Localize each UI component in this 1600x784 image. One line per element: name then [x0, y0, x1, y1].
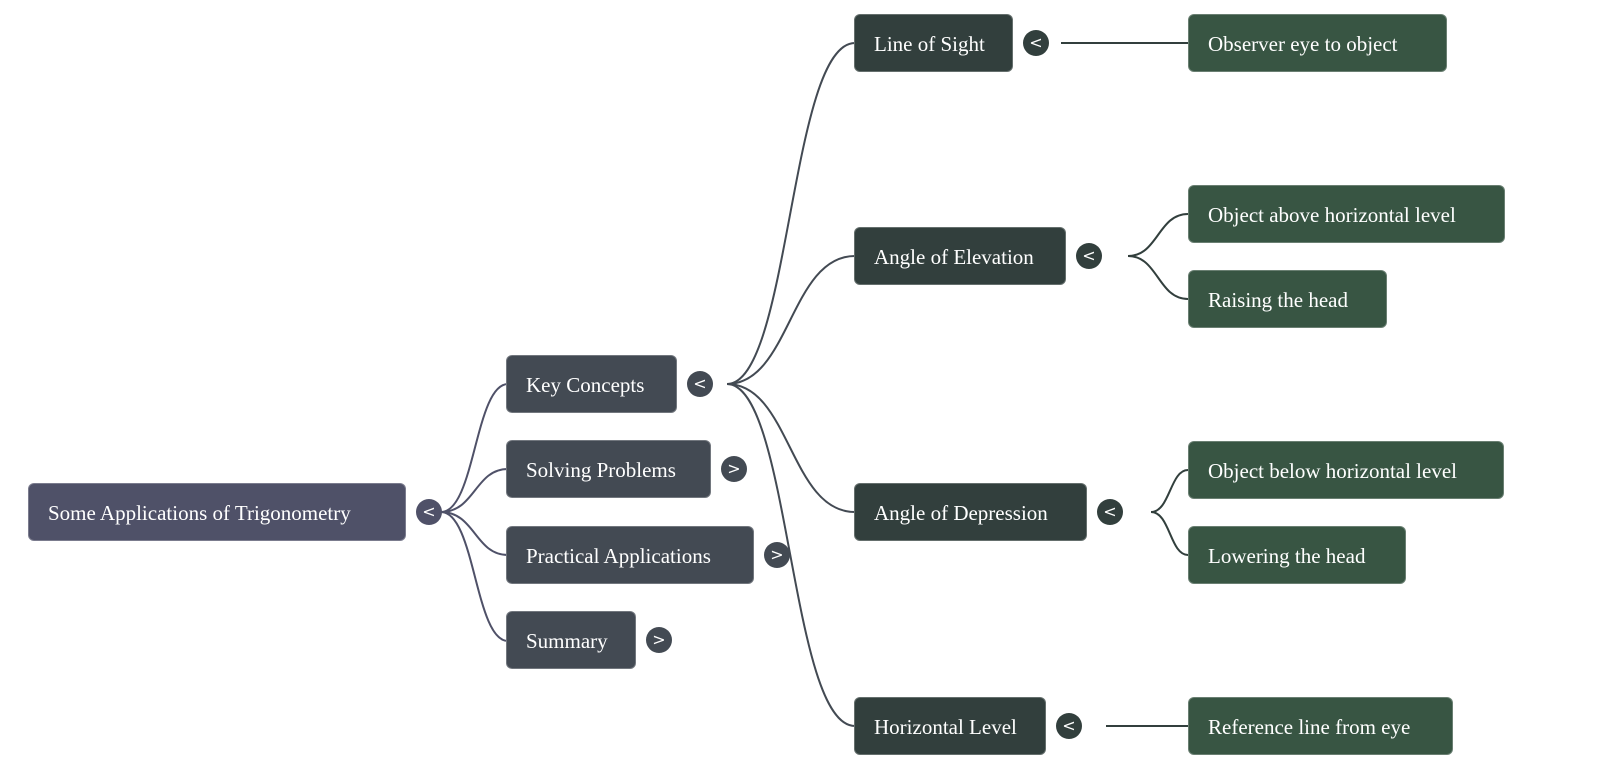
node-reference-line-from-eye[interactable]: Reference line from eye: [1188, 697, 1453, 755]
collapse-toggle-horizontal-level[interactable]: <: [1056, 713, 1082, 739]
node-angle-of-elevation[interactable]: Angle of Elevation: [854, 227, 1066, 285]
link-elevation-child-2: [1127, 255, 1189, 300]
collapse-toggle-root[interactable]: <: [416, 499, 442, 525]
collapse-toggle-angle-of-elevation[interactable]: <: [1076, 243, 1102, 269]
node-practical-applications[interactable]: Practical Applications: [506, 526, 754, 584]
collapse-toggle-key-concepts[interactable]: <: [687, 371, 713, 397]
node-observer-eye-to-object[interactable]: Observer eye to object: [1188, 14, 1447, 72]
node-horizontal-level[interactable]: Horizontal Level: [854, 697, 1046, 755]
link-key-concepts-angle-of-depression: [726, 383, 856, 513]
node-raising-the-head[interactable]: Raising the head: [1188, 270, 1387, 328]
collapse-toggle-line-of-sight[interactable]: <: [1023, 30, 1049, 56]
link-root-key-concepts: [440, 383, 509, 513]
node-summary[interactable]: Summary: [506, 611, 636, 669]
link-root-practical-applications: [440, 511, 509, 556]
link-key-concepts-horizontal-level: [726, 383, 856, 727]
link-elevation-child-1: [1127, 213, 1189, 257]
node-line-of-sight[interactable]: Line of Sight: [854, 14, 1013, 72]
link-depression-child-2: [1150, 511, 1189, 556]
link-depression-child-1: [1150, 469, 1189, 513]
collapse-toggle-angle-of-depression[interactable]: <: [1097, 499, 1123, 525]
node-solving-problems[interactable]: Solving Problems: [506, 440, 711, 498]
link-root-summary: [440, 511, 509, 642]
expand-toggle-solving-problems[interactable]: >: [721, 456, 747, 482]
root-node[interactable]: Some Applications of Trigonometry: [28, 483, 406, 541]
node-angle-of-depression[interactable]: Angle of Depression: [854, 483, 1087, 541]
node-object-above-horizontal-level[interactable]: Object above horizontal level: [1188, 185, 1505, 243]
link-key-concepts-line-of-sight: [726, 42, 856, 385]
link-root-solving-problems: [440, 468, 509, 513]
node-key-concepts[interactable]: Key Concepts: [506, 355, 677, 413]
node-lowering-the-head[interactable]: Lowering the head: [1188, 526, 1406, 584]
expand-toggle-practical-applications[interactable]: >: [764, 542, 790, 568]
link-key-concepts-angle-of-elevation: [726, 255, 856, 385]
node-object-below-horizontal-level[interactable]: Object below horizontal level: [1188, 441, 1504, 499]
expand-toggle-summary[interactable]: >: [646, 627, 672, 653]
